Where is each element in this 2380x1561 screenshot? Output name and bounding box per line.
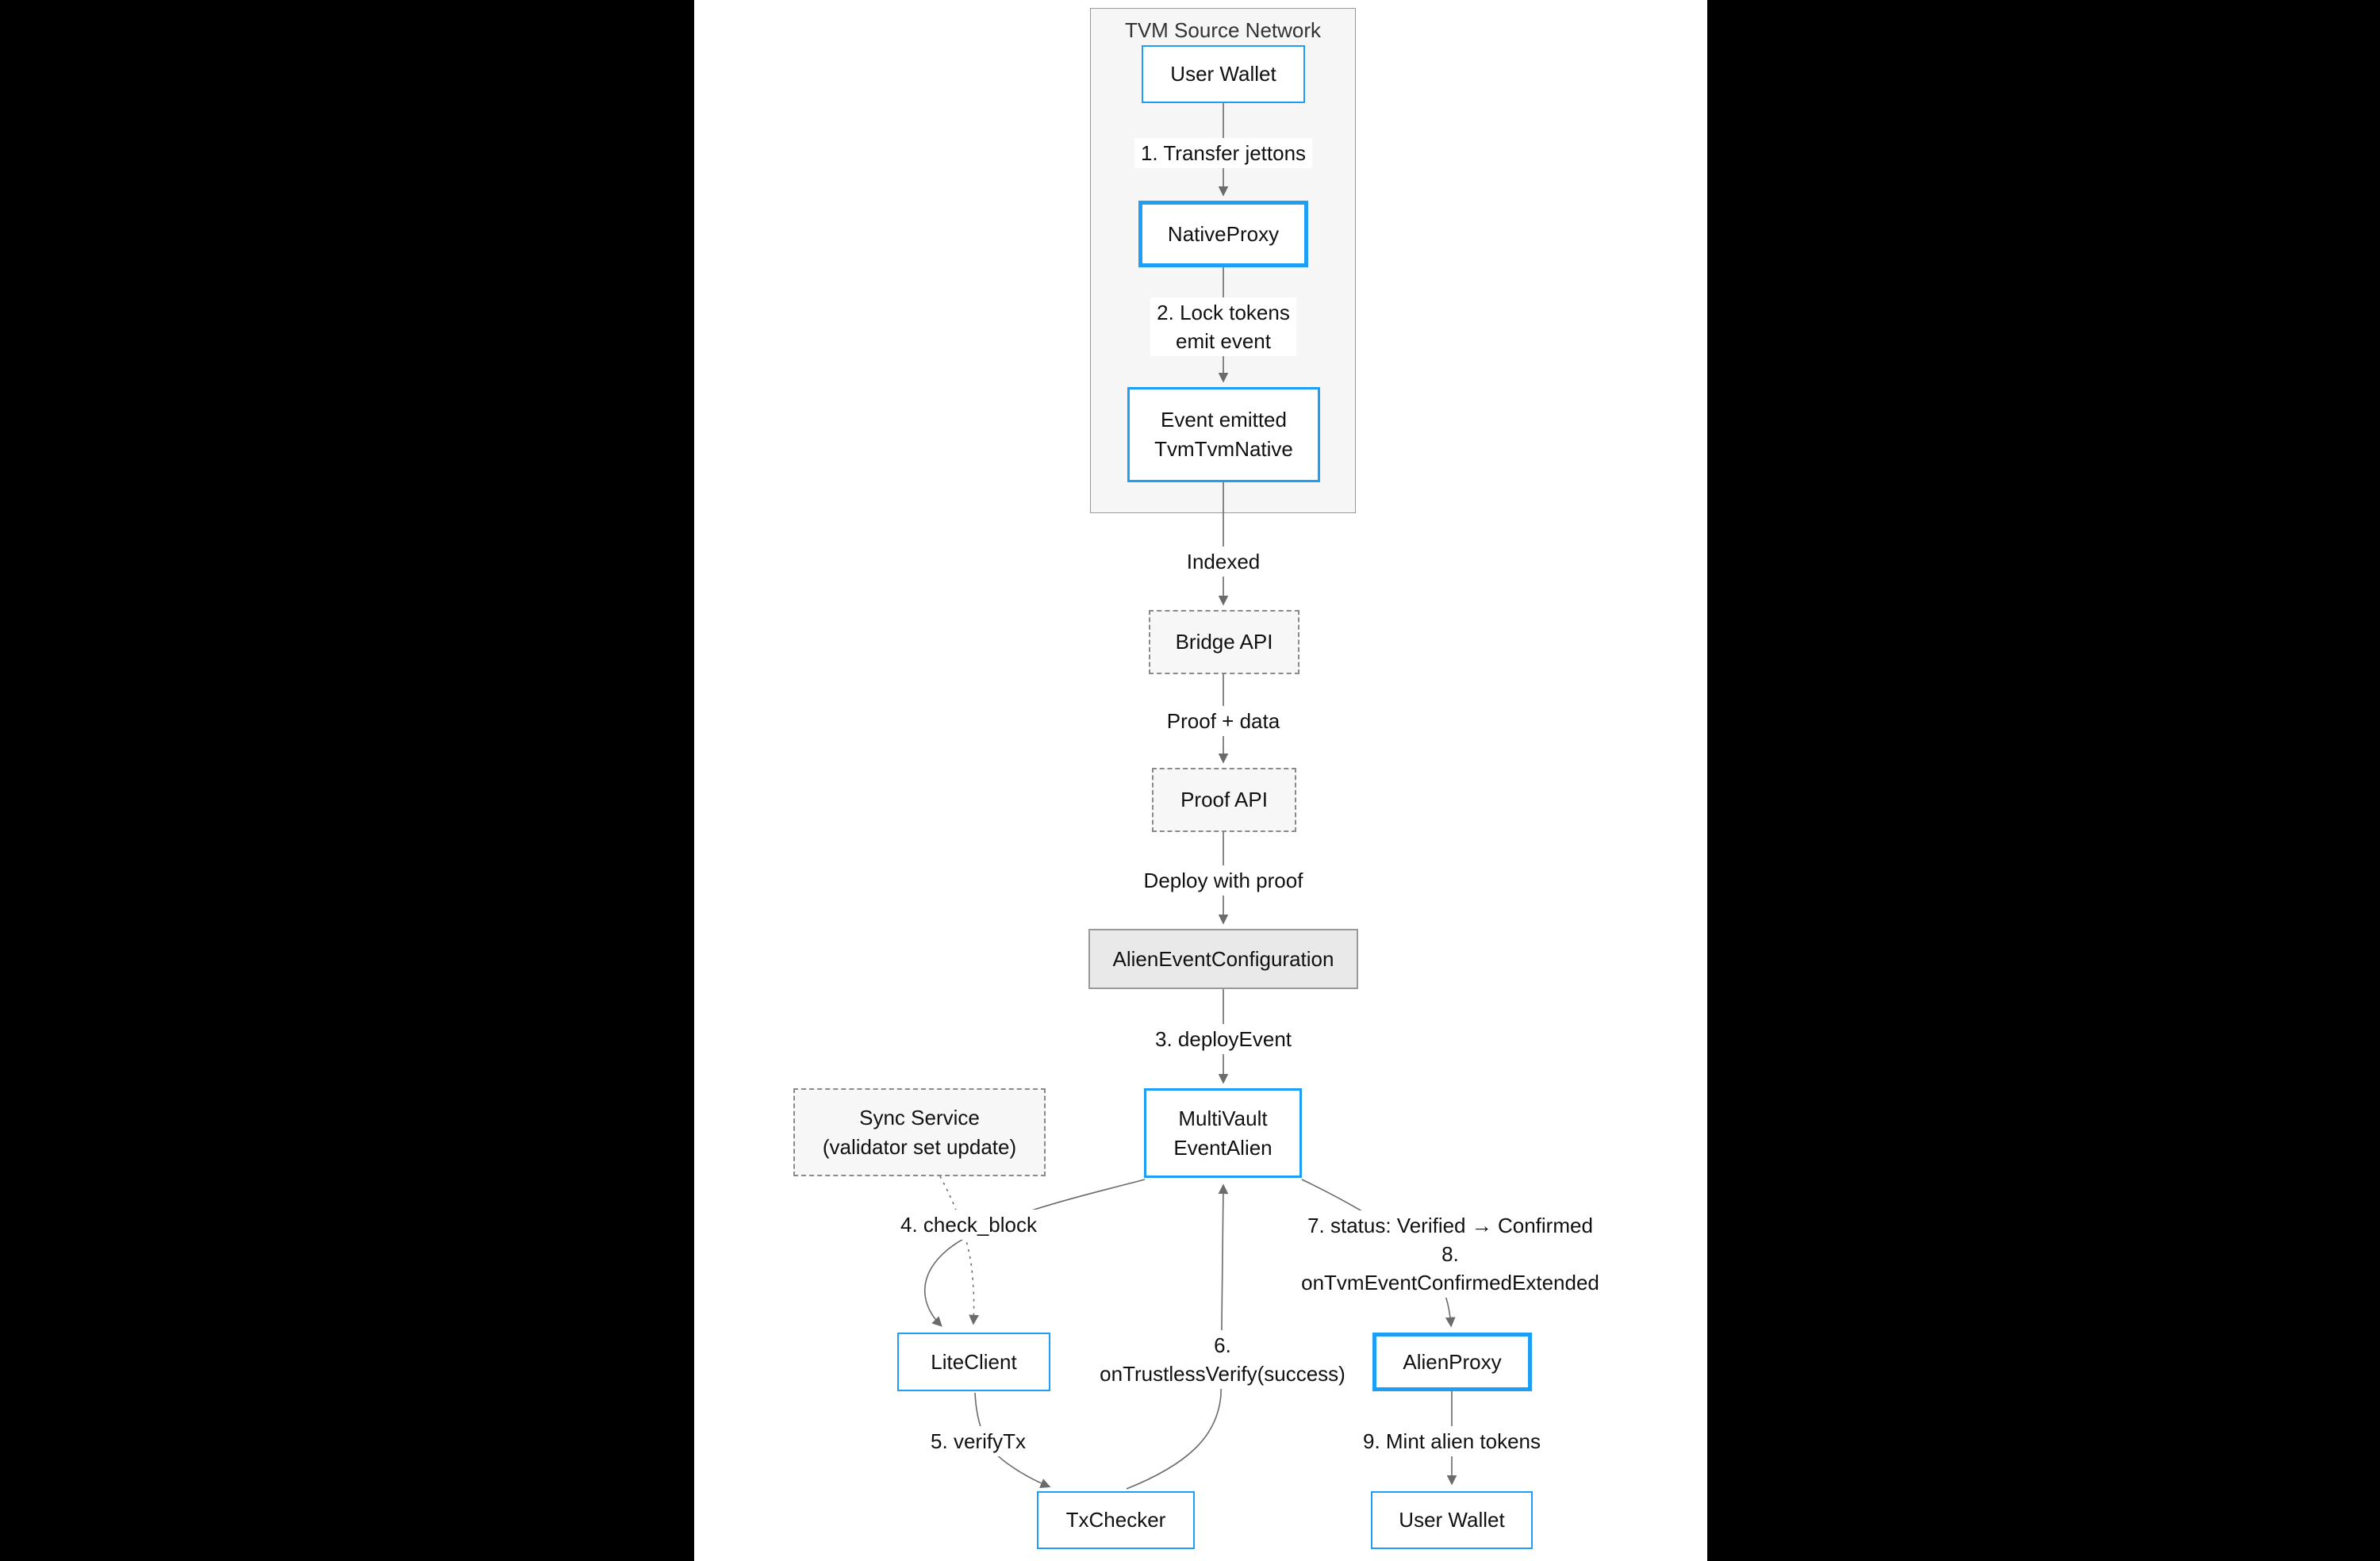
node-proof-api: Proof API (1152, 768, 1296, 832)
node-alien-proxy: AlienProxy (1372, 1333, 1532, 1391)
edge-label-on-trustless-verify: 6. onTrustlessVerify(success) (1093, 1330, 1352, 1389)
node-tx-checker: TxChecker (1037, 1491, 1195, 1549)
node-alien-event-configuration: AlienEventConfiguration (1088, 929, 1358, 989)
edge-label-verify-tx: 5. verifyTx (924, 1426, 1032, 1456)
edge-multivault-to-lite-client-check-block (923, 1179, 1146, 1327)
node-multivault-event-alien: MultiVault EventAlien (1144, 1088, 1302, 1178)
diagram-canvas: TVM Source Network (694, 0, 1707, 1561)
edge-label-proof-data: Proof + data (1160, 706, 1287, 736)
edge-sync-service-to-lite-client (939, 1176, 979, 1325)
edge-lite-client-to-tx-checker (974, 1392, 1051, 1489)
edge-label-lock-tokens: 2. Lock tokens emit event (1150, 297, 1296, 356)
subgraph-title: TVM Source Network (1124, 18, 1322, 42)
node-bridge-api: Bridge API (1149, 610, 1299, 674)
node-sync-service: Sync Service (validator set update) (793, 1088, 1046, 1176)
edge-label-deploy-with-proof: Deploy with proof (1137, 865, 1310, 896)
edge-label-indexed: Indexed (1180, 547, 1267, 577)
edge-tx-checker-to-multivault (1126, 1183, 1229, 1490)
node-lite-client: LiteClient (897, 1333, 1050, 1391)
node-event-emitted: Event emitted TvmTvmNative (1127, 387, 1320, 482)
edge-label-deploy-event: 3. deployEvent (1148, 1024, 1299, 1054)
edge-label-status-confirmed: 7. status: Verified → Confirmed 8. onTvm… (1295, 1210, 1606, 1298)
edge-label-check-block: 4. check_block (894, 1210, 1043, 1240)
edge-label-mint-alien-tokens: 9. Mint alien tokens (1356, 1426, 1548, 1456)
node-user-wallet-destination: User Wallet (1371, 1491, 1533, 1549)
node-native-proxy: NativeProxy (1138, 201, 1308, 267)
node-user-wallet-source: User Wallet (1142, 45, 1305, 103)
edge-label-transfer-jettons: 1. Transfer jettons (1134, 138, 1313, 168)
